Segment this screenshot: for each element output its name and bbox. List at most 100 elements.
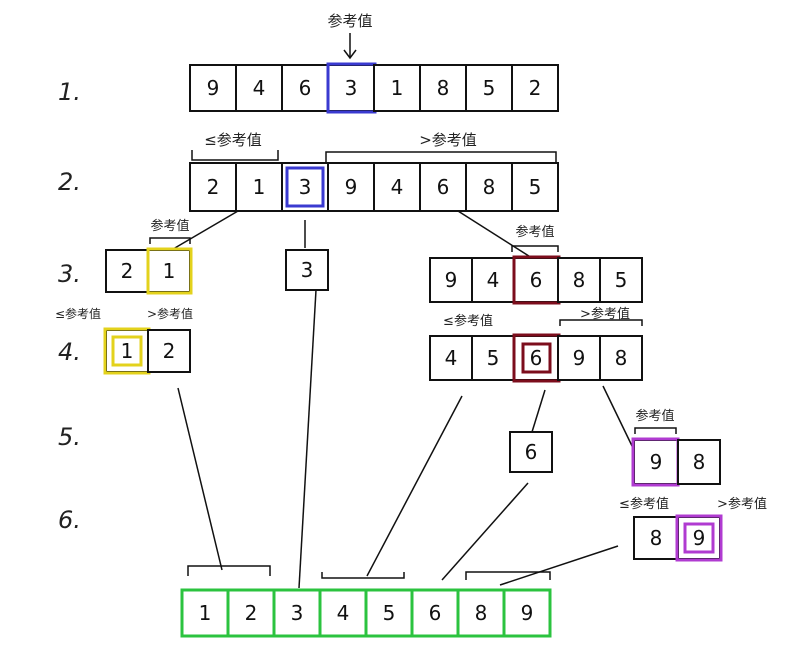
row4-cell-value: 5: [487, 346, 500, 370]
row1-cell: [281, 64, 329, 112]
row6-pivot-highlight-outer: [675, 514, 723, 562]
row2-cell: [419, 162, 467, 212]
row4-cell: [471, 335, 515, 381]
row3-cell-value: 1: [163, 259, 176, 283]
step-4-label: 4.: [58, 338, 81, 366]
row4-cell: [599, 335, 643, 381]
row3-cell-value: 2: [121, 259, 134, 283]
step-3-label: 3.: [58, 260, 81, 288]
row2-cell: [511, 162, 559, 212]
connector: [457, 210, 533, 259]
right-partition-bracket-row4: [559, 319, 643, 326]
merge-bracket: [465, 571, 551, 580]
step-6-label: 6.: [58, 506, 81, 534]
final-cell-value: 4: [337, 601, 350, 625]
row1-cell-value: 1: [391, 76, 404, 100]
gt-pivot-label-row2: >参考值: [419, 131, 477, 149]
row1-cell-value: 2: [529, 76, 542, 100]
row2-cell: [281, 162, 329, 212]
row5-cell-value: 9: [650, 450, 663, 474]
row3-cell-value: 9: [445, 268, 458, 292]
row3-cell: [429, 257, 473, 303]
final-cell-value: 2: [245, 601, 258, 625]
row1-cell-value: 8: [437, 76, 450, 100]
row3-cell-value: 8: [573, 268, 586, 292]
row5-cell: [677, 439, 721, 485]
merge-bracket: [187, 565, 271, 576]
row1-cell-value: 5: [483, 76, 496, 100]
row3-cell-value: 4: [487, 268, 500, 292]
row2-cell-value: 4: [391, 175, 404, 199]
pivot-bracket: [511, 245, 559, 252]
final-cell-value: 5: [383, 601, 396, 625]
row1-cell: [419, 64, 467, 112]
step-2-label: 2.: [58, 168, 81, 196]
final-cell-value: 9: [521, 601, 534, 625]
row1-cell-value: 6: [299, 76, 312, 100]
row4-right-pivot-highlight-inner: [521, 342, 552, 374]
pivot-label-row3-right: 参考值: [515, 224, 554, 240]
row3-mid-array: 3: [285, 249, 329, 291]
row6-cell-value: 9: [693, 526, 706, 550]
gt-pivot-label-row4-right: >参考值: [580, 306, 630, 322]
pivot-label-row3-left: 参考值: [150, 218, 189, 234]
connector: [177, 387, 223, 571]
row3-cell: [147, 249, 191, 293]
row3-cell: [557, 257, 601, 303]
final-cell-value: 8: [475, 601, 488, 625]
row2-cell: [327, 162, 375, 212]
merge-bracket: [321, 572, 405, 579]
pivot-label-row5-right: 参考值: [635, 408, 674, 424]
row4-cell-value: 2: [163, 339, 176, 363]
final-cell: [457, 589, 505, 637]
connector: [531, 389, 546, 433]
row2-pivot-highlight: [285, 166, 325, 208]
row5-cell-value: 6: [525, 440, 538, 464]
connector: [366, 395, 463, 577]
gt-pivot-label-row4-left: >参考值: [147, 306, 193, 321]
row5-cell: [509, 431, 553, 473]
row2-cell-value: 1: [253, 175, 266, 199]
row2-cell-value: 5: [529, 175, 542, 199]
connector: [167, 210, 239, 253]
row5-cell-value: 8: [693, 450, 706, 474]
row2-cell-value: 6: [437, 175, 450, 199]
row6-cell: [633, 516, 679, 560]
row4-left-pivot-highlight-inner: [111, 335, 143, 367]
row4-cell-value: 6: [530, 346, 543, 370]
row3-cell-value: 5: [615, 268, 628, 292]
right-partition-bracket: [325, 151, 557, 162]
row1-cell: [465, 64, 513, 112]
connector: [499, 545, 619, 586]
final-cell: [365, 589, 413, 637]
row4-cell: [147, 329, 191, 373]
connector: [441, 482, 529, 581]
row3-cell: [105, 249, 149, 293]
le-pivot-label-row4-left: ≤参考值: [55, 306, 101, 321]
row5-right-array: 9 8: [631, 437, 721, 487]
row3-cell-value: 3: [301, 258, 314, 282]
row4-cell-value: 1: [121, 339, 134, 363]
row2-cell-value: 8: [483, 175, 496, 199]
pivot-bracket: [634, 427, 677, 434]
pivot-arrow-head: [343, 49, 357, 60]
row4-cell-value: 8: [615, 346, 628, 370]
row1-cell: [511, 64, 559, 112]
le-pivot-label-row4-right: ≤参考值: [443, 313, 493, 329]
row2-cell: [189, 162, 237, 212]
step-5-label: 5.: [58, 423, 81, 451]
row1-cell-value: 4: [253, 76, 266, 100]
row3-right-array: 9 4 6 8 5: [429, 255, 643, 305]
row1-cell-value: 3: [345, 76, 358, 100]
step-1-label: 1.: [58, 78, 81, 106]
row3-left-array: 2 1: [105, 247, 193, 295]
row3-cell: [599, 257, 643, 303]
row2-cell-value: 2: [207, 175, 220, 199]
row6-right-array: 8 9: [633, 514, 723, 562]
row5-mid-array: 6: [509, 431, 553, 473]
final-cell-value: 6: [429, 601, 442, 625]
row6-cell-value: 8: [650, 526, 663, 550]
gt-pivot-label-row6: >参考值: [717, 496, 767, 512]
row2-array: 2 1 3 9 4 6 8 5: [189, 162, 559, 212]
